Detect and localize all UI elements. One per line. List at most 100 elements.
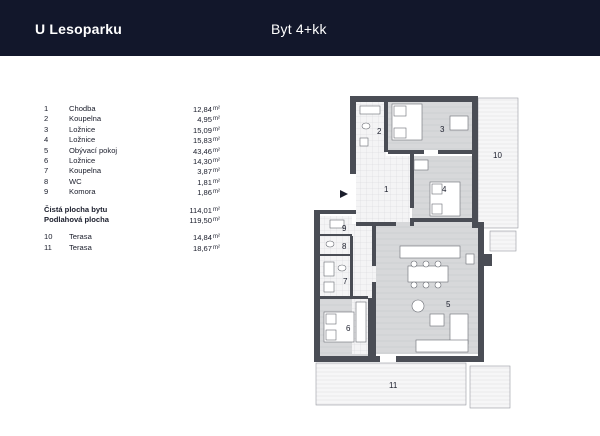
plan-label-3: 3 (440, 125, 445, 134)
area-unit: m² (213, 157, 220, 164)
row-area: 15,83m² (193, 135, 220, 146)
area-unit: m² (213, 189, 220, 196)
area-value: 15,09 (192, 125, 212, 135)
area-value: 4,95 (197, 115, 212, 125)
total-row: Podlahová plocha 119,50m² (44, 215, 220, 225)
row-name: Obývací pokoj (69, 145, 118, 155)
area-value: 12,84 (192, 105, 212, 114)
terrace-edge (469, 365, 511, 409)
room-row: 1 Chodba 12,84m² (44, 104, 220, 114)
area-unit: m² (213, 234, 220, 241)
row-area: 12,84m² (193, 104, 220, 115)
row-number: 4 (44, 135, 49, 145)
project-title: U Lesoparku (35, 21, 122, 37)
area-unit: m² (213, 216, 220, 223)
row-number: 8 (44, 176, 49, 186)
row-number: 7 (44, 166, 49, 176)
plan-label-4: 4 (442, 185, 447, 194)
row-number: 2 (44, 114, 49, 124)
room-row: 5 Obývací pokoj 43,46m² (44, 146, 220, 156)
plan-label-5: 5 (446, 300, 451, 309)
plan-label-10: 10 (493, 151, 502, 160)
total-row: Čistá plocha bytu 114,01m² (44, 205, 220, 215)
row-name: Čistá plocha bytu (44, 204, 108, 214)
row-name: Koupelna (69, 166, 102, 176)
furniture (323, 103, 475, 353)
row-area: 119,50m² (189, 215, 220, 226)
area-unit: m² (213, 168, 220, 175)
plan-label-11: 11 (389, 381, 398, 390)
plan-label-1: 1 (384, 185, 389, 194)
row-area: 43,46m² (193, 146, 220, 157)
room-row: 7 Koupelna 3,87m² (44, 166, 220, 176)
room-row: 3 Ložnice 15,09m² (44, 125, 220, 135)
plan-label-8: 8 (342, 242, 347, 251)
plan-label-7: 7 (343, 277, 348, 286)
area-value: 15,83 (192, 136, 212, 146)
row-number: 5 (44, 145, 49, 155)
row-area: 3,87m² (197, 166, 220, 177)
area-unit: m² (213, 106, 220, 112)
row-name: Ložnice (69, 155, 96, 165)
area-value: 14,30 (192, 156, 212, 166)
terrace-11 (315, 362, 467, 406)
area-value: 119,50 (189, 215, 212, 225)
area-value: 1,81 (197, 177, 212, 187)
row-area: 114,01m² (189, 205, 220, 216)
plan-label-2: 2 (377, 127, 382, 136)
terrace-row: 10 Terasa 14,84m² (44, 232, 220, 242)
row-name: Koupelna (69, 114, 102, 124)
row-number: 9 (44, 187, 49, 197)
plan-label-9: 9 (342, 224, 347, 233)
area-value: 114,01 (189, 205, 212, 215)
entrance-arrow-icon (340, 190, 348, 198)
row-area: 18,67m² (193, 243, 220, 254)
row-area: 15,09m² (193, 125, 220, 136)
row-name: Ložnice (69, 135, 96, 145)
page-header: U Lesoparku Byt 4+kk (0, 0, 600, 56)
row-area: 1,86m² (197, 187, 220, 198)
row-name: Komora (69, 187, 96, 197)
room-row: 9 Komora 1,86m² (44, 187, 220, 197)
area-unit: m² (213, 116, 220, 123)
apartment-type: Byt 4+kk (271, 21, 327, 37)
area-value: 14,84 (192, 233, 212, 243)
area-value: 43,46 (192, 146, 212, 156)
terrace-strip (489, 230, 517, 252)
row-name: Ložnice (69, 124, 96, 134)
area-unit: m² (213, 137, 220, 144)
area-unit: m² (213, 147, 220, 154)
row-number: 6 (44, 155, 49, 165)
row-area: 14,30m² (193, 156, 220, 167)
row-number: 3 (44, 124, 49, 134)
row-name: Chodba (69, 104, 96, 113)
row-area: 1,81m² (197, 177, 220, 188)
room-1-floor (356, 156, 410, 224)
plan-label-6: 6 (346, 324, 351, 333)
room-row: 4 Ložnice 15,83m² (44, 135, 220, 145)
row-name: Terasa (69, 232, 92, 242)
row-name: Podlahová plocha (44, 214, 109, 224)
area-unit: m² (213, 178, 220, 185)
area-unit: m² (213, 126, 220, 133)
area-value: 1,86 (197, 188, 212, 198)
row-number: 1 (44, 104, 49, 113)
room-8-floor (320, 236, 352, 254)
floor-plan-drawing: 1 2 3 4 5 6 7 8 9 10 11 (314, 96, 519, 409)
area-value: 18,67 (192, 243, 212, 253)
area-unit: m² (213, 206, 220, 213)
floor-plan: 1 2 3 4 5 6 7 8 9 10 11 (300, 86, 530, 416)
room-row: 6 Ložnice 14,30m² (44, 156, 220, 166)
row-area: 4,95m² (197, 114, 220, 125)
row-area: 14,84m² (193, 232, 220, 243)
terrace-10 (477, 97, 519, 229)
row-number: 10 (44, 232, 53, 242)
area-unit: m² (213, 244, 220, 251)
room-row: 2 Koupelna 4,95m² (44, 114, 220, 124)
walls (314, 96, 492, 362)
